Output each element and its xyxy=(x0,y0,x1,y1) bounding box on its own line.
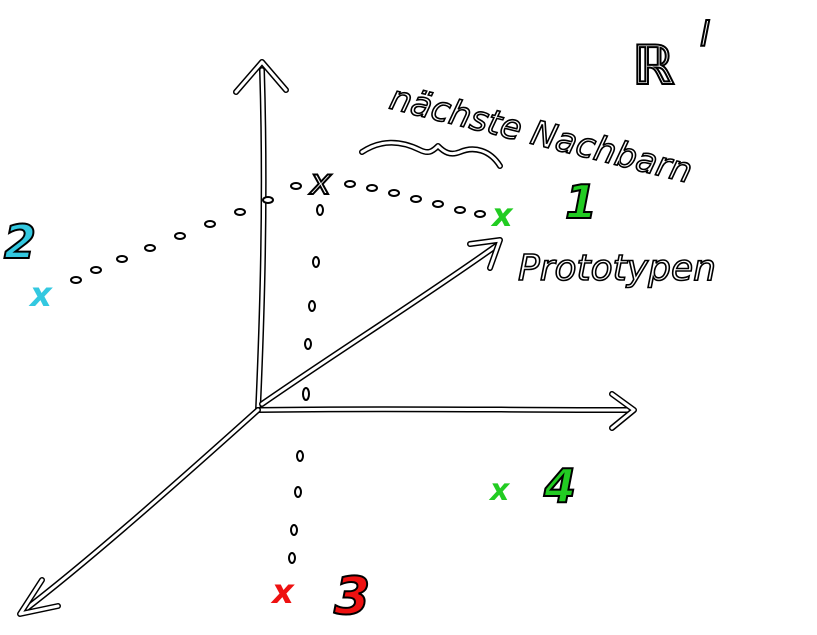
prototype-1-label: 1 xyxy=(565,175,597,229)
space-label: ℝ xyxy=(632,34,675,97)
prototype-2-marker: x xyxy=(28,275,53,315)
horizontal-axis xyxy=(255,391,637,431)
prototype-3-marker: x xyxy=(270,572,295,612)
query-point-marker: x xyxy=(309,162,332,203)
dotted-connectors xyxy=(70,180,486,564)
prototypes-label: Prototypen xyxy=(518,248,716,289)
axes xyxy=(17,59,637,617)
vertical-axis xyxy=(233,59,289,413)
prototype-4-marker: x xyxy=(488,473,511,508)
prototype-2-label: 2 xyxy=(4,215,36,269)
dotted-line-to-3 xyxy=(288,450,304,564)
neighbor-brace xyxy=(359,139,503,169)
dotted-line-query-down xyxy=(302,204,324,401)
prototype-4-label: 4 xyxy=(543,459,576,513)
dotted-line-query-to-1 xyxy=(344,180,486,218)
dotted-line-query-to-2 xyxy=(70,182,302,284)
prototype-3-label: 3 xyxy=(334,567,370,627)
space-exponent-label: l xyxy=(700,15,710,55)
depth-axis xyxy=(17,407,261,617)
prototype-1-marker: x xyxy=(490,196,514,234)
prototype-vector-arrow xyxy=(259,237,503,407)
